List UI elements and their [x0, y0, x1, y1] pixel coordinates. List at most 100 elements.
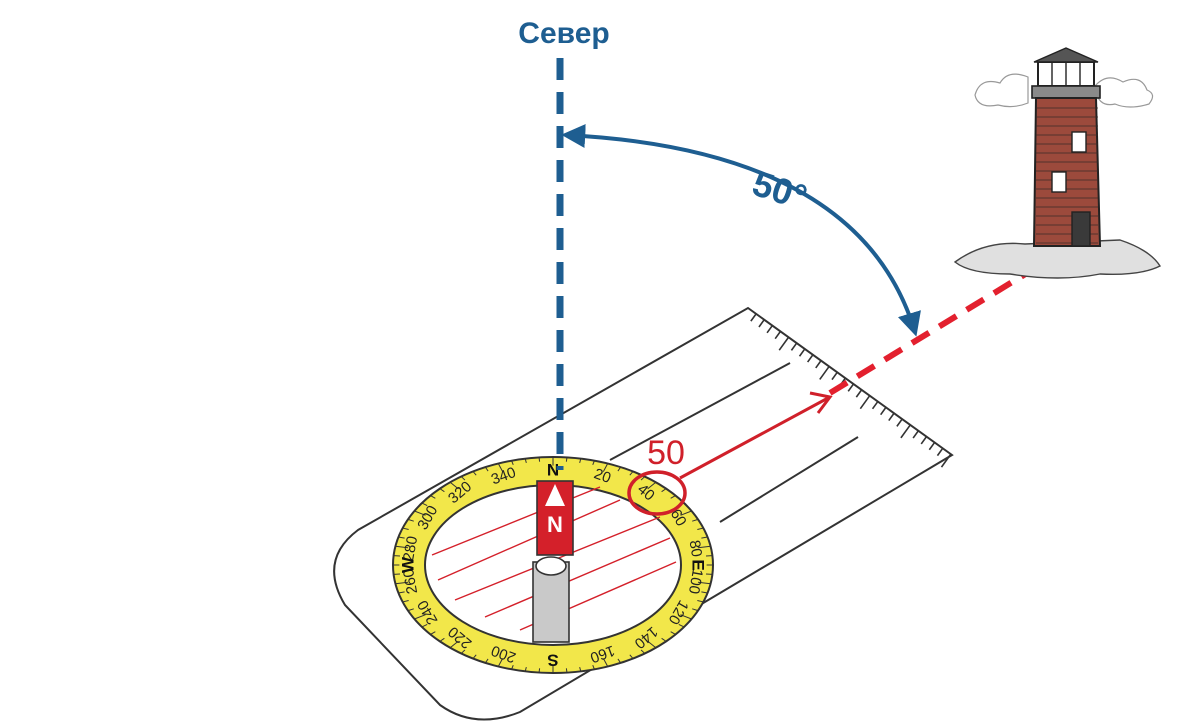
dial-tick [538, 668, 541, 673]
compass-needle: N [532, 480, 574, 643]
dial-tick [395, 581, 409, 585]
dial-tick [640, 476, 646, 481]
ruler-tick [798, 348, 806, 357]
dial-tick [421, 624, 428, 628]
dial-number: 80 [686, 539, 706, 558]
dial-tick [565, 668, 568, 673]
dial-tick [414, 510, 426, 516]
dial-tick [449, 640, 459, 649]
compass-icon: 2040608010012014016020022024026028030032… [333, 306, 954, 721]
lighthouse-door [1071, 211, 1091, 247]
dial-ticks [393, 457, 713, 673]
ruler-tick [871, 401, 879, 410]
ruler-tick [831, 371, 838, 381]
dial-tick [697, 527, 704, 531]
dial-tick [484, 658, 489, 664]
dial-tick [439, 637, 445, 642]
ruler-tick [880, 406, 887, 416]
dial-tick [484, 466, 489, 472]
dial-tick [430, 495, 436, 499]
ruler-tick [936, 447, 944, 457]
dial-tick [395, 545, 409, 549]
dial-tick [538, 457, 541, 462]
angle-label: 50° [748, 162, 812, 218]
dial-tick [398, 536, 405, 539]
lighthouse-icon [953, 47, 1162, 279]
dial-tick [449, 481, 459, 490]
direction-arrow [679, 396, 829, 480]
dial-tick [592, 460, 595, 466]
dial-tick [647, 481, 657, 490]
dial-cardinal: W [398, 556, 417, 573]
dial-tick [678, 624, 685, 628]
dial-tick [647, 640, 657, 649]
needle-arrow [545, 484, 565, 506]
dial-number: 100 [685, 568, 706, 596]
dial-tick [697, 581, 711, 585]
dial-tick [602, 463, 609, 472]
dial-tick [640, 649, 646, 654]
dial-tick [472, 471, 477, 476]
dial-cardinal: E [689, 559, 708, 570]
lighthouse-window-upper [1071, 131, 1087, 153]
dial-number: 20 [592, 465, 613, 487]
dial-tick [511, 460, 514, 466]
baseplate-line-lower [719, 436, 859, 523]
ruler-tick [900, 424, 911, 439]
dial-tick [692, 608, 699, 612]
lighthouse-gallery [1031, 85, 1101, 99]
dial-tick [701, 591, 708, 594]
dial-tick [617, 658, 622, 664]
lighthouse-clouds [974, 73, 1154, 108]
bearing-label: 50 [647, 434, 685, 472]
dial-cardinal: S [547, 651, 558, 670]
ruler-tick [920, 436, 928, 445]
bearing-circle [627, 470, 687, 516]
baseplate-line-upper [609, 362, 791, 461]
angle-arc [561, 123, 921, 337]
dial-tick [701, 536, 708, 539]
ruler-tick [778, 336, 790, 351]
dial-tick [661, 637, 667, 642]
dial-tick [460, 476, 466, 481]
ruler-tick [912, 430, 920, 439]
dial-tick [407, 518, 414, 522]
dial-tick [402, 527, 409, 531]
ruler-tick [855, 389, 863, 398]
dial-tick [524, 666, 527, 672]
dial-tick [421, 502, 428, 506]
lighthouse-roof [1033, 47, 1099, 63]
dial-tick [692, 518, 699, 522]
needle-n-label: N [547, 512, 563, 537]
ruler-tick [859, 395, 871, 410]
dial-tick [565, 457, 568, 462]
dial-tick [592, 664, 595, 670]
dial-tick [579, 666, 582, 672]
lighthouse-window-lower [1051, 171, 1067, 193]
lighthouse-rocks [953, 239, 1162, 279]
ruler-tick [815, 360, 822, 369]
dial-tick [680, 510, 692, 516]
ruler-tick [940, 453, 952, 468]
dial-tick [629, 471, 634, 476]
dial-tick [472, 654, 477, 659]
dial-number: 260 [400, 568, 421, 596]
compass-dial: 2040608010012014016020022024026028030032… [392, 456, 714, 674]
ruler-tick [819, 365, 830, 380]
dial-tick [697, 545, 711, 549]
direction-arrowhead [809, 391, 833, 414]
dial-tick [670, 631, 676, 635]
dial-tick [407, 608, 414, 612]
bearing-line [828, 267, 1034, 396]
dial-tick [497, 658, 504, 667]
ruler-tick [928, 441, 936, 451]
ruler-tick [847, 383, 855, 392]
dial-tick [629, 654, 634, 659]
needle-pivot [535, 556, 567, 576]
dial-tick [430, 631, 436, 635]
dial-tick [497, 463, 504, 472]
dial-tick [511, 664, 514, 670]
ruler-tick [896, 418, 903, 427]
dial-tick [670, 495, 676, 499]
